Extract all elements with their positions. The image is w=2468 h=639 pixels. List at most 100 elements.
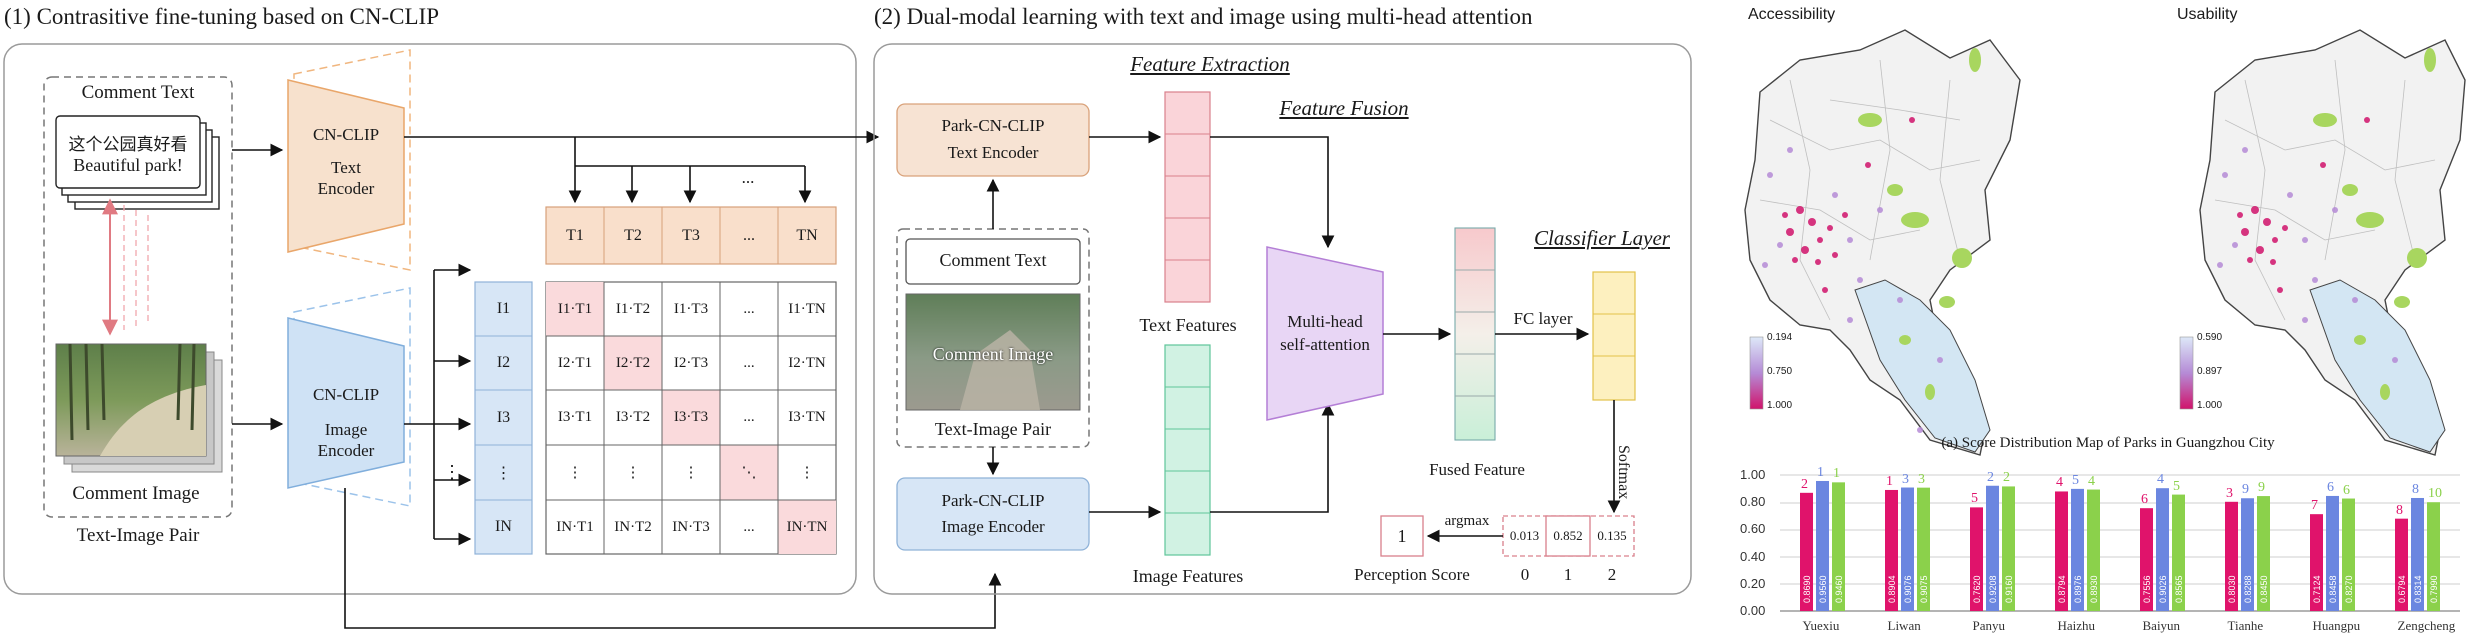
panel1-title: (1) Contrasitive fine-tuning based on CN…	[4, 4, 440, 29]
bar-value-label: 0.9075	[1919, 575, 1929, 603]
bar-rank-label: 6	[2343, 482, 2350, 498]
bar-rank-label: 9	[2258, 480, 2265, 496]
bar	[2257, 496, 2270, 611]
bar-value-label: 0.9208	[1988, 575, 1998, 603]
bar-value-label: 0.8690	[1802, 575, 1812, 603]
bar	[2342, 498, 2355, 611]
x-category-label: Tianhe	[2227, 618, 2264, 633]
class-label-0: 0	[1520, 565, 1530, 584]
bar-value-label: 0.9026	[2158, 575, 2168, 603]
x-category-label: Huangpu	[2312, 618, 2361, 633]
text-encoder-line-1: CN-CLIP	[312, 125, 380, 144]
bar	[1800, 492, 1813, 611]
bar	[2310, 514, 2323, 611]
matrix-cell: I3·T1	[557, 409, 593, 425]
bar-value-label: 0.8794	[2057, 575, 2067, 603]
panel2-frame	[873, 43, 1692, 595]
park-image-encoder-line-2: Image Encoder	[941, 517, 1045, 536]
map-accessibility	[1744, 29, 2021, 456]
bar-rank-label: 4	[2157, 472, 2164, 488]
perception-score-box	[1380, 515, 1424, 557]
y-tick-label: 0.00	[1740, 603, 1766, 618]
text-encoder-line-2: Text	[331, 158, 361, 177]
bar-value-label: 0.8458	[2328, 575, 2338, 603]
legend-left-tick: 1.000	[1767, 400, 1793, 411]
y-tick-label: 0.60	[1740, 521, 1766, 537]
matrix-cell: I1·T3	[673, 300, 709, 317]
argmax-label: argmax	[1444, 513, 1490, 529]
text-token: T2	[624, 226, 642, 244]
bar	[2395, 518, 2408, 611]
softmax-label: Softmax	[1615, 445, 1632, 500]
matrix-cell: IN·T1	[556, 518, 594, 535]
matrix-cell: I1·T1	[557, 300, 593, 317]
legend-right-tick: 1.000	[2197, 400, 2223, 411]
park-text-encoder-line-1: Park-CN-CLIP	[941, 116, 1045, 135]
bar-rank-label: 9	[2242, 482, 2249, 498]
prob-0: 0.013	[1509, 528, 1540, 543]
card-line-1: 这个公园真好看	[68, 135, 188, 155]
text-features-column	[1164, 91, 1211, 303]
matrix-cell: IN·TN	[786, 518, 828, 535]
x-category-label: Liwan	[1887, 618, 1921, 633]
bar	[1901, 487, 1914, 611]
bar	[2087, 489, 2100, 611]
comment-text-box	[905, 238, 1081, 285]
bar	[2326, 495, 2339, 611]
legend-left-tick: 0.194	[1767, 332, 1793, 343]
bar	[2411, 497, 2424, 611]
bar-value-label: 0.7124	[2312, 575, 2322, 603]
map-caption: (a) Score Distribution Map of Parks in G…	[1941, 435, 2275, 451]
bar	[1986, 485, 1999, 611]
class-label-1: 1	[1563, 565, 1573, 584]
image-features-label: Image Features	[1132, 566, 1244, 586]
legend-right-tick: 0.897	[2197, 366, 2223, 377]
bar-value-label: 0.8565	[2174, 575, 2184, 603]
bar-rank-label: 6	[2141, 492, 2148, 508]
text-token: T1	[566, 226, 584, 244]
fused-feature-label: Fused Feature	[1429, 460, 1525, 479]
bar	[1816, 480, 1829, 611]
y-tick-label: 0.40	[1740, 548, 1766, 564]
comment-text-box-label: Comment Text	[939, 250, 1047, 270]
ellipsis-left: ⋮	[443, 462, 461, 482]
bar-rank-label: 2	[1987, 469, 1994, 485]
matrix-cell: I3·TN	[788, 409, 826, 425]
bar-rank-label: 3	[1902, 471, 1909, 487]
legend-left-tick: 0.750	[1767, 366, 1793, 377]
bar-value-label: 0.9560	[1818, 575, 1828, 603]
bar-value-label: 0.8270	[2344, 575, 2354, 603]
y-tick-label: 0.20	[1740, 575, 1766, 591]
text-token: T3	[682, 226, 700, 244]
x-category-label: Zengcheng	[2397, 618, 2456, 633]
matrix-cell: I2·T1	[557, 354, 593, 371]
perception-score-label: Perception Score	[1354, 565, 1470, 584]
panel1-frame	[3, 43, 857, 595]
bar-value-label: 0.9460	[1834, 575, 1844, 603]
legend-bar-left	[1749, 336, 1764, 410]
bar-rank-label: 8	[2396, 502, 2403, 518]
bar-chart-bars	[1800, 480, 2440, 611]
matrix-cell: ⋮	[683, 465, 699, 481]
bar-rank-label: 7	[2311, 498, 2318, 514]
x-category-label: Baiyun	[2142, 618, 2181, 633]
bar-value-label: 0.6794	[2397, 575, 2407, 603]
fc-layer-column	[1592, 271, 1636, 401]
x-category-label: Panyu	[1972, 618, 2006, 633]
bar-value-label: 0.8904	[1887, 575, 1897, 603]
image-encoder-line-1: CN-CLIP	[312, 385, 380, 404]
bar	[2427, 502, 2440, 611]
bar	[1970, 507, 1983, 611]
bar	[2002, 486, 2015, 611]
attention-line-2: self-attention	[1280, 335, 1370, 354]
text-token: ...	[743, 226, 755, 244]
map-usability	[2199, 29, 2466, 456]
matrix-cell: ⋱	[741, 465, 757, 481]
perception-score-value: 1	[1397, 525, 1407, 546]
image-token: I3	[496, 408, 511, 426]
pair-label: Text-Image Pair	[76, 525, 200, 546]
bar-value-label: 0.8030	[2227, 575, 2237, 603]
bar-rank-label: 1	[1886, 473, 1893, 489]
bar-value-label: 0.8288	[2243, 575, 2253, 603]
